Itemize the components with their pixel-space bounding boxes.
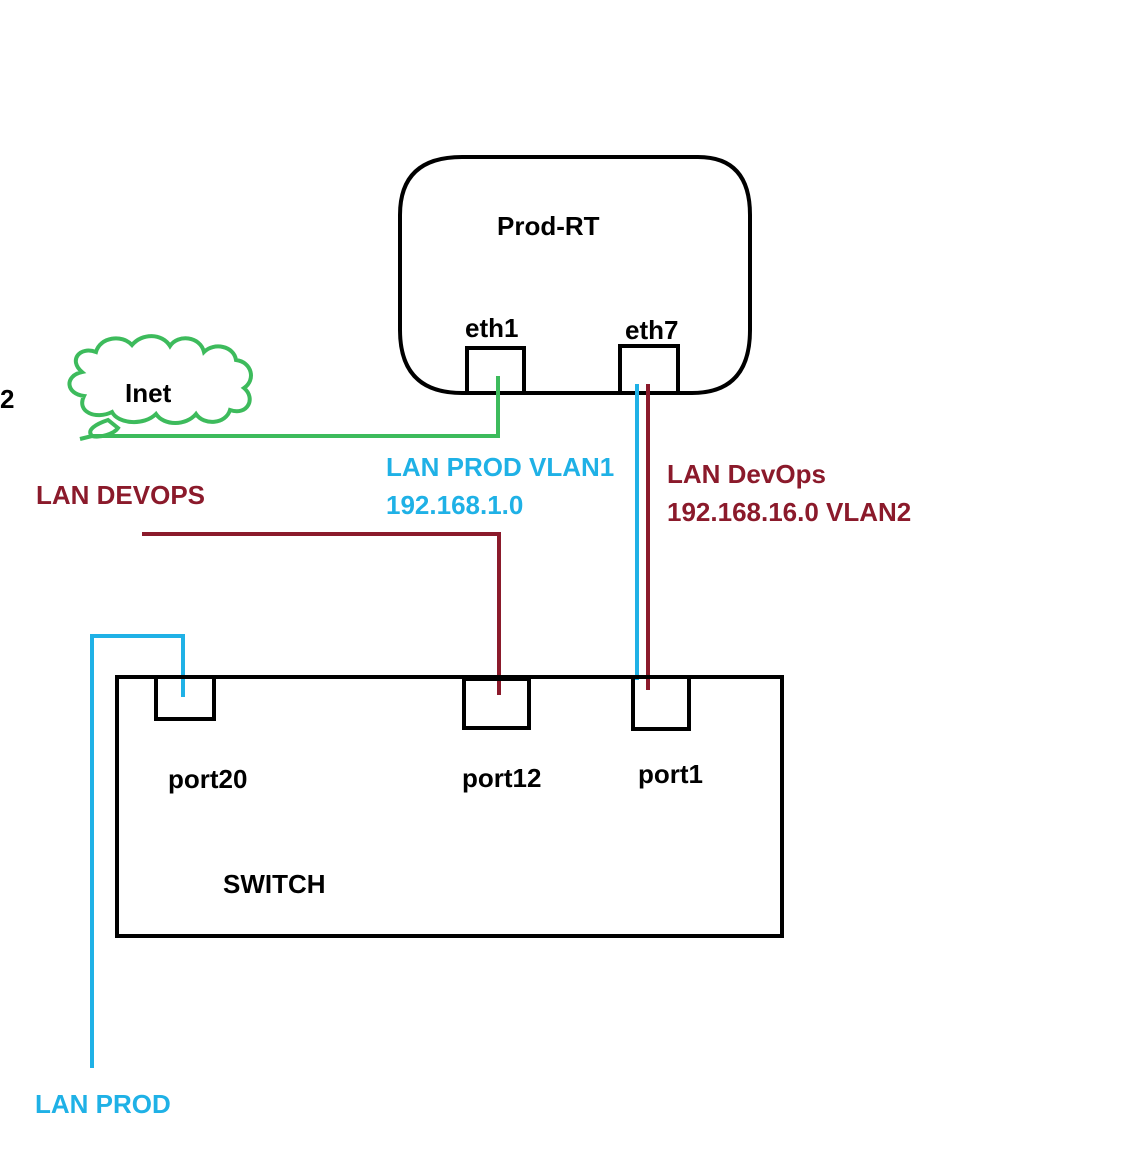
router-name: Prod-RT: [497, 211, 600, 241]
switch-port-port1: [631, 675, 691, 731]
edge-text: 2: [0, 384, 14, 414]
switch-body: [115, 675, 784, 938]
lan-devops-link: [142, 532, 501, 695]
prod-vlan-subnet: 192.168.1.0: [386, 490, 523, 520]
internet-link: [79, 376, 500, 441]
router-body: [398, 155, 752, 395]
lan-devops-label: LAN DEVOPS: [36, 480, 205, 510]
devops-vlan-subnet: 192.168.16.0 VLAN2: [667, 497, 911, 527]
devops-vlan-label: LAN DevOps: [667, 459, 826, 489]
prod-vlan-label: LAN PROD VLAN1: [386, 452, 614, 482]
internet-cloud-label: Inet: [125, 378, 172, 408]
switch-name: SWITCH: [223, 869, 326, 899]
switch-port-port20-label: port20: [168, 764, 247, 794]
switch-port-port12-label: port12: [462, 763, 541, 793]
lan-prod-link: [90, 634, 185, 1068]
router-port-eth7-label: eth7: [625, 315, 678, 345]
router-port-eth1-label: eth1: [465, 313, 518, 343]
switch-port-port1-label: port1: [638, 759, 703, 789]
switch-port-port12: [462, 677, 531, 730]
lan-prod-label: LAN PROD: [35, 1089, 171, 1119]
switch-port-port20: [154, 675, 216, 721]
router-port-eth1: [465, 346, 526, 395]
internet-cloud: [67, 334, 253, 425]
